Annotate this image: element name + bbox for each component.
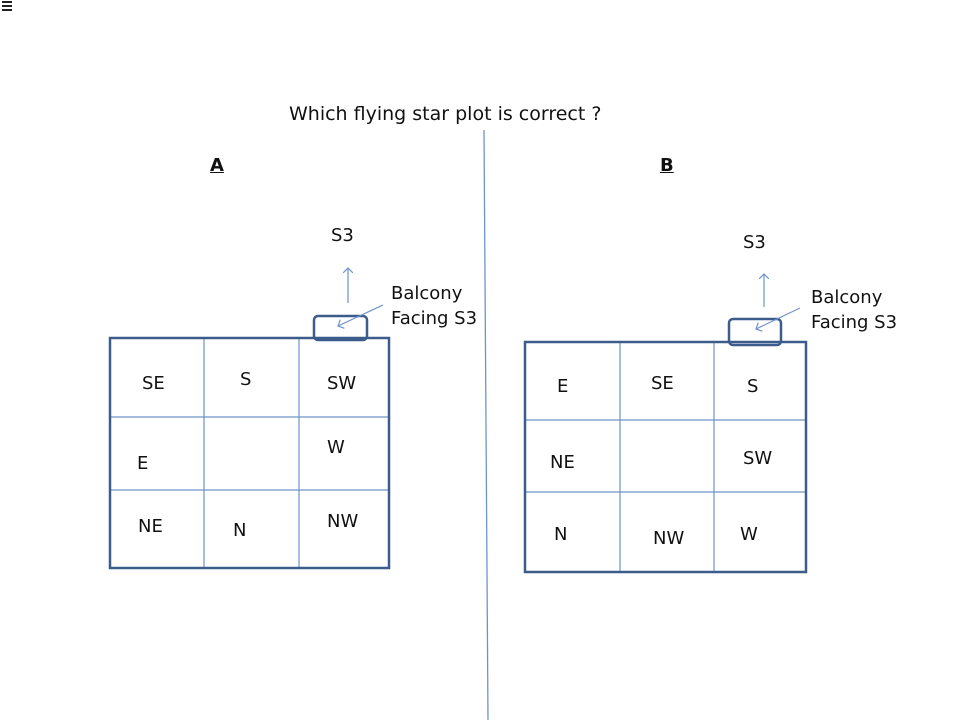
plot-b-balcony	[727, 317, 783, 347]
plot-b-grid	[523, 274, 808, 574]
plot-b-cell: SW	[743, 448, 773, 469]
balcony-line2: Facing S3	[811, 312, 898, 333]
plot-b-cell: W	[740, 524, 758, 545]
divider-line	[483, 129, 489, 720]
plot-a-label: A	[210, 155, 224, 176]
plot-a-cell: S	[240, 369, 252, 390]
plot-a-balcony	[312, 314, 369, 342]
plot-a-cell: SW	[327, 373, 357, 394]
plot-a-balcony-note: Balcony Facing S3	[391, 281, 477, 331]
plot-a-cell: N	[233, 520, 247, 541]
plot-a-direction-label: S3	[331, 225, 354, 246]
plot-a-cell: W	[327, 437, 345, 458]
plot-b-cell: NW	[653, 528, 685, 549]
plot-b-cell: NE	[550, 452, 575, 473]
plot-a-cell: NW	[327, 511, 359, 532]
hamburger-menu-icon[interactable]	[2, 1, 12, 13]
plot-b-direction-label: S3	[743, 232, 766, 253]
plot-b-cell: E	[557, 376, 569, 397]
balcony-line2: Facing S3	[391, 308, 478, 329]
plot-b-cell: S	[747, 376, 759, 397]
plot-b-cell: N	[554, 524, 568, 545]
plot-a-cell: NE	[138, 516, 163, 537]
balcony-line1: Balcony	[811, 287, 883, 308]
plot-a-grid	[108, 268, 391, 570]
plot-b-label: B	[660, 155, 674, 176]
plot-b-cell: SE	[651, 373, 674, 394]
plot-a-callout-arrow	[338, 304, 384, 326]
plot-a-cell: E	[137, 453, 149, 474]
balcony-line1: Balcony	[391, 283, 463, 304]
plot-b-balcony-note: Balcony Facing S3	[811, 285, 897, 335]
page-title: Which flying star plot is correct ?	[289, 103, 602, 125]
plot-b-callout-arrow	[756, 307, 801, 329]
plot-a-cell: SE	[142, 373, 165, 394]
